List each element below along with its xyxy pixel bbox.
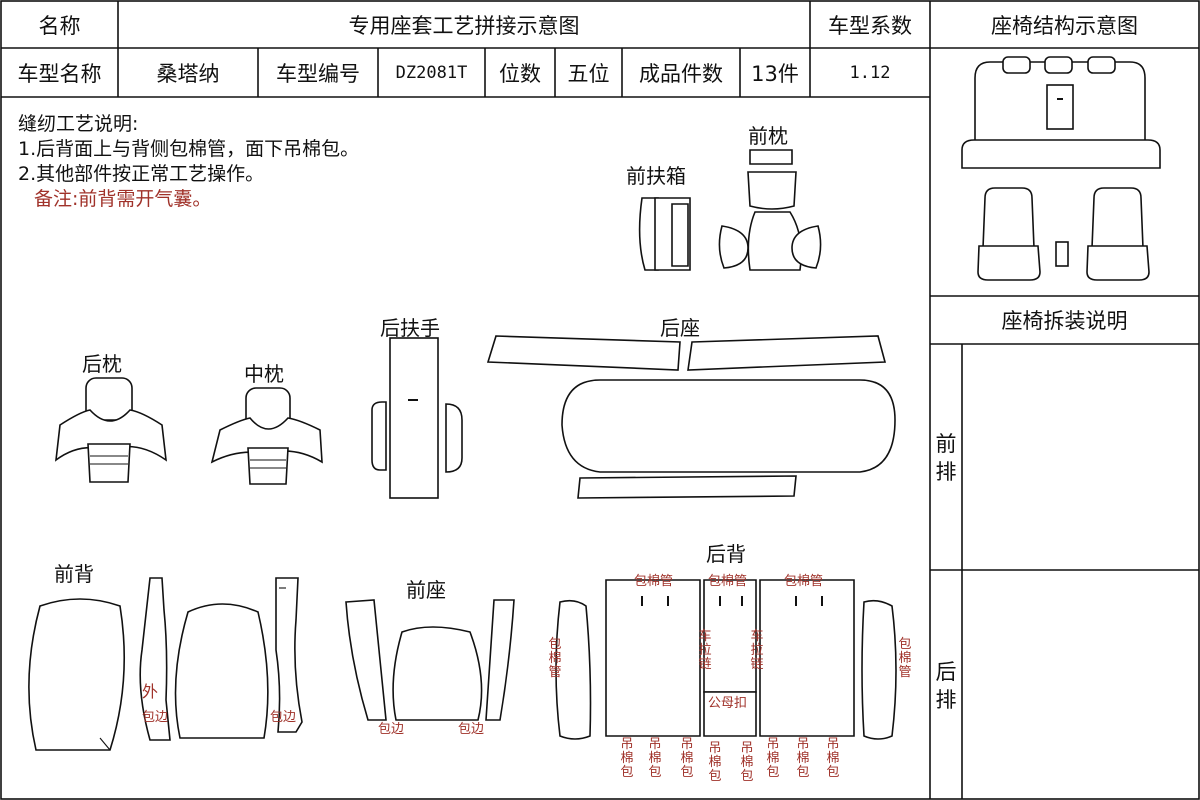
front-pillow-pattern <box>747 149 797 210</box>
mark-edge-2: 包边 <box>270 710 297 725</box>
mark-hang-pad-1: 吊棉包 <box>620 737 634 780</box>
front-back-pattern <box>28 577 303 751</box>
front-row-label: 前排 <box>935 432 957 484</box>
sewing-notes: 缝纫工艺说明: 1.后背面上与背侧包棉管，面下吊棉包。 2.其他部件按正常工艺操… <box>18 112 359 212</box>
notes-line-2: 2.其他部件按正常工艺操作。 <box>18 163 265 185</box>
middle-pillow-pattern <box>210 387 323 485</box>
model-no-label: 车型编号 <box>276 61 360 86</box>
mark-hang-pad-2: 吊棉包 <box>648 737 662 780</box>
mark-snap: 公母扣 <box>708 696 748 711</box>
label-rear-back: 后背 <box>706 542 746 566</box>
mark-hang-pad-4: 吊棉包 <box>708 741 722 784</box>
rear-seat-pattern <box>486 335 896 499</box>
mark-hang-pad-3: 吊棉包 <box>680 737 694 780</box>
notes-line-1: 1.后背面上与背侧包棉管，面下吊棉包。 <box>18 138 360 160</box>
mark-hang-pad-5: 吊棉包 <box>740 741 754 784</box>
name-label: 名称 <box>38 13 81 38</box>
mark-hang-pad-7: 吊棉包 <box>796 737 810 780</box>
label-front-armbox: 前扶箱 <box>626 164 686 188</box>
mark-hang-pad-8: 吊棉包 <box>826 737 840 780</box>
mark-edge-1: 包边 <box>142 710 169 725</box>
model-name-label: 车型名称 <box>17 61 102 86</box>
disassembly-title: 座椅拆装说明 <box>1001 309 1128 333</box>
label-mid-pillow: 中枕 <box>244 362 284 386</box>
mark-edge-3: 包边 <box>378 722 405 737</box>
front-armbox-pattern <box>638 197 822 271</box>
seats-value: 五位 <box>567 61 610 86</box>
notes-remark: 备注:前背需开气囊。 <box>34 188 212 210</box>
front-seat-pattern <box>345 599 515 721</box>
rear-back-pattern <box>555 579 897 740</box>
rear-row-label: 后排 <box>935 660 957 712</box>
label-rear-seat: 后座 <box>660 316 700 340</box>
mark-edge-4: 包边 <box>458 722 485 737</box>
rear-pillow-pattern <box>54 377 167 483</box>
label-front-pillow: 前枕 <box>748 124 788 148</box>
mark-hang-pad-6: 吊棉包 <box>766 737 780 780</box>
seat-structure-sketch <box>961 56 1161 281</box>
page-title: 专用座套工艺拼接示意图 <box>348 13 580 38</box>
rear-armrest-pattern <box>371 337 463 499</box>
pieces-value: 13件 <box>751 61 799 86</box>
label-front-seat: 前座 <box>406 578 446 602</box>
mark-foam-tube-3: 包棉管 <box>784 574 824 589</box>
pieces-label: 成品件数 <box>639 61 723 86</box>
mark-foam-tube-2: 包棉管 <box>708 574 748 589</box>
model-no-value: DZ2081T <box>395 62 468 83</box>
label-rear-armrest: 后扶手 <box>380 316 440 340</box>
mark-foam-tube-left: 包棉管 <box>548 637 562 680</box>
coef-label: 车型系数 <box>828 13 912 38</box>
seats-label: 位数 <box>499 61 541 86</box>
mark-foam-tube-right: 包棉管 <box>898 637 912 680</box>
label-rear-pillow: 后枕 <box>82 352 122 376</box>
mark-foam-tube-1: 包棉管 <box>634 574 674 589</box>
mark-zipper-1: 车拉链 <box>698 629 712 672</box>
mark-outer: 外 <box>142 682 159 701</box>
model-name-value: 桑塔纳 <box>156 61 220 86</box>
coef-value: 1.12 <box>849 62 891 83</box>
notes-heading: 缝纫工艺说明: <box>18 113 139 135</box>
mark-zipper-2: 车拉链 <box>750 629 764 672</box>
label-front-back: 前背 <box>54 562 94 586</box>
structure-title: 座椅结构示意图 <box>991 13 1138 38</box>
